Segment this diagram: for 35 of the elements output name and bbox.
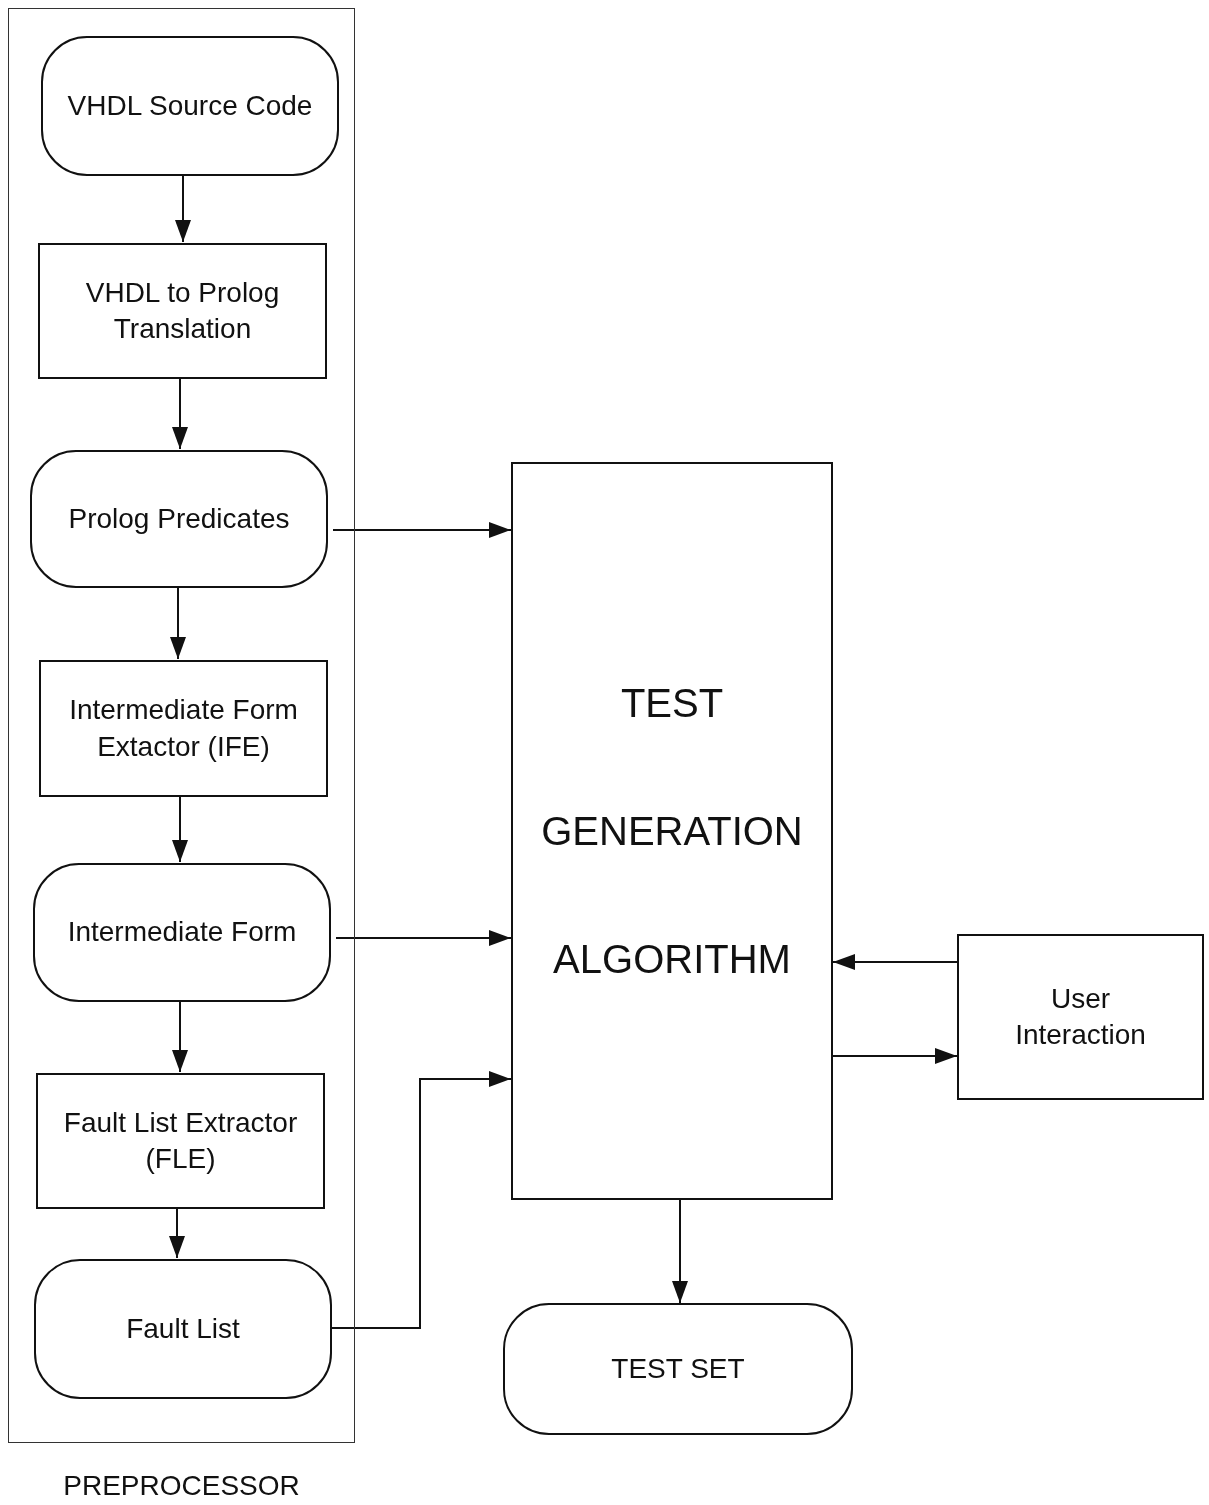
node-label: GENERATION [541,808,803,855]
node-label: Intermediate Form Extactor (IFE) [68,693,299,764]
process-box [957,934,1204,1100]
rounded-box [34,1259,332,1399]
algorithm-box [511,462,833,1200]
rounded-box [33,863,331,1002]
arrow [172,795,188,863]
node-label: VHDL to Prolog Translation [84,275,281,346]
arrow [172,377,188,450]
panel-heading: PREPROCESSOR [62,1469,301,1503]
node-label: ALGORITHM [553,936,791,983]
rounded-box [30,450,328,588]
rounded-box [41,36,339,176]
node-label: Prolog Predicates [68,501,290,536]
arrow [172,1000,188,1073]
arrow [170,586,186,660]
process-box [38,243,327,379]
node-label: User Interaction [1014,981,1147,1052]
node-label: Intermediate Form [67,915,297,950]
arrow [335,930,512,946]
terminal-box [503,1303,853,1435]
arrow [332,522,512,538]
arrow [832,954,958,970]
arrow [672,1199,688,1304]
process-box [36,1073,325,1209]
node-label: TEST SET [611,1351,745,1386]
node-label: TEST [620,680,724,727]
arrow [175,174,191,243]
arrow [832,1048,958,1064]
arrow [169,1207,185,1259]
node-label: Fault List Extractor (FLE) [62,1105,299,1176]
process-box [39,660,328,797]
arrow [330,1071,512,1329]
node-label: VHDL Source Code [67,88,313,123]
node-label: Fault List [126,1311,240,1346]
